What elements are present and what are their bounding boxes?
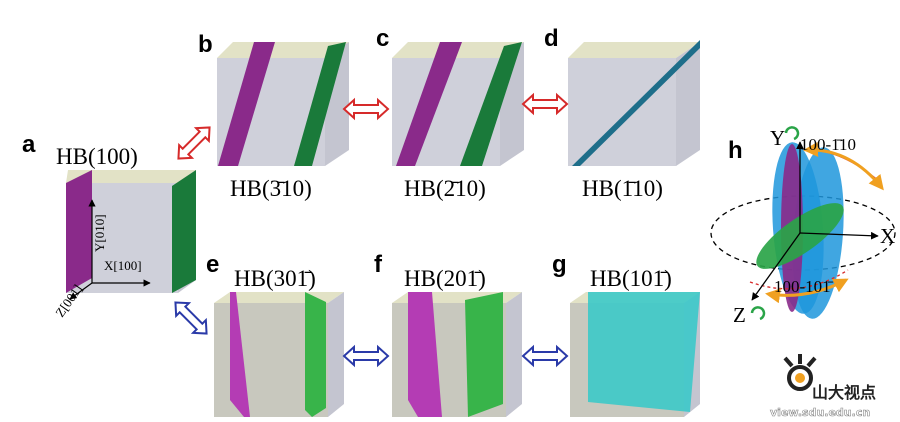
cube-c-green-plane xyxy=(460,42,522,166)
panel-h: h Y X Z 100-1̄10 100-101̄ xyxy=(710,126,896,327)
panel-c: c HB(2̄10) xyxy=(376,25,524,201)
cube-a-purple-plane xyxy=(66,170,92,293)
panel-a-label: HB(100) xyxy=(56,144,138,169)
cube-e-side-face xyxy=(328,292,344,417)
panel-f: f HB(201̄) xyxy=(374,251,522,417)
axis-h-z-line xyxy=(751,232,801,301)
cube-a-top-face xyxy=(66,170,196,183)
red-double-arrow-a-b xyxy=(177,126,211,160)
axis-h-z-label: Z xyxy=(733,303,746,327)
panel-letter-h: h xyxy=(728,137,743,164)
panel-b-label: HB(3̄10) xyxy=(230,176,312,201)
rotation-z-icon xyxy=(750,306,766,321)
red-double-arrow-shape xyxy=(177,126,211,160)
blue-double-arrow-shape xyxy=(174,301,208,335)
cube-e xyxy=(214,292,344,417)
panel-letter-f: f xyxy=(374,251,383,278)
cube-d-teal-plane xyxy=(572,40,700,166)
logo-ray-1 xyxy=(783,356,794,368)
panel-a: a HB(100) Y[010] X[100] Z[001] xyxy=(22,131,196,320)
watermark-brand: 山大视点 xyxy=(812,383,876,402)
panel-f-label: HB(201̄) xyxy=(404,266,486,291)
cube-c xyxy=(392,42,524,166)
cube-c-purple-plane xyxy=(396,42,462,166)
axis-a-y-label: Y[010] xyxy=(92,214,107,252)
watermark: 山大视点 view.sdu.edu.cn xyxy=(770,354,876,419)
axis-h-y-label: Y xyxy=(770,126,785,150)
panel-letter-c: c xyxy=(376,25,389,52)
cube-e-green-plane xyxy=(305,292,326,417)
panel-letter-e: e xyxy=(206,251,219,278)
axis-h-x-line xyxy=(799,231,879,240)
watermark-logo xyxy=(783,354,817,391)
red-double-arrow-c-d xyxy=(521,92,569,116)
cube-f-green-plane xyxy=(465,292,503,417)
cube-b xyxy=(217,42,349,166)
cube-g xyxy=(570,292,700,417)
rotation-y-icon xyxy=(784,126,800,141)
axis-a-z-label: Z[001] xyxy=(52,282,85,320)
cube-b-purple-plane xyxy=(218,42,275,166)
red-double-arrow-shape xyxy=(521,92,569,116)
logo-ring xyxy=(787,365,813,391)
red-double-arrow-b-c xyxy=(342,97,390,121)
panel-letter-a: a xyxy=(22,131,36,158)
cube-e-magenta-plane xyxy=(230,292,250,417)
green-plane xyxy=(756,203,844,269)
axis-h-x-label: X xyxy=(880,224,895,248)
rotation-top-label: 100-1̄10 xyxy=(800,135,856,154)
panel-d-label: HB(1̄10) xyxy=(582,176,663,201)
blue-double-arrow-f-g xyxy=(521,344,569,368)
axis-a-z-line xyxy=(69,282,93,300)
blue-double-arrow-a-e xyxy=(174,301,208,335)
blue-double-arrow-shape xyxy=(521,344,569,368)
cube-f-side-face xyxy=(506,292,522,417)
panel-letter-d: d xyxy=(544,25,559,52)
cube-a-green-plane xyxy=(172,170,196,293)
axis-a-x-label: X[100] xyxy=(104,258,142,273)
cube-b-top-face xyxy=(217,42,349,58)
panel-letter-b: b xyxy=(198,31,213,58)
blue-double-arrow-e-f xyxy=(342,344,390,368)
panel-d: d HB(1̄10) xyxy=(544,25,700,201)
cube-g-cyan-plane xyxy=(588,292,700,412)
panel-g-label: HB(101̄) xyxy=(590,266,672,291)
panel-c-label: HB(2̄10) xyxy=(404,176,486,201)
panel-letter-g: g xyxy=(552,251,567,278)
blue-double-arrow-shape xyxy=(342,344,390,368)
panel-e-label: HB(301̄) xyxy=(234,266,316,291)
logo-ray-2 xyxy=(806,356,817,368)
cube-a xyxy=(66,170,196,293)
panel-g: g HB(101̄) xyxy=(552,251,700,417)
logo-center xyxy=(795,373,805,383)
watermark-url: view.sdu.edu.cn xyxy=(770,406,870,419)
cube-f xyxy=(392,292,522,417)
cube-d-top-face xyxy=(568,42,700,58)
rotation-bottom-label: 100-101̄ xyxy=(774,277,834,296)
cube-b-green-plane xyxy=(294,42,346,166)
bottom-orange-rotation-arrow xyxy=(765,278,849,304)
cube-d xyxy=(568,40,700,166)
cube-d-side-face xyxy=(676,42,700,166)
panel-e: e HB(301̄) xyxy=(206,251,344,417)
top-orange-rotation-arrow xyxy=(803,141,884,191)
red-double-arrow-shape xyxy=(342,97,390,121)
cube-d-front-face xyxy=(568,58,676,166)
cube-f-magenta-plane xyxy=(408,292,442,417)
panel-b: b HB(3̄10) xyxy=(198,31,349,201)
